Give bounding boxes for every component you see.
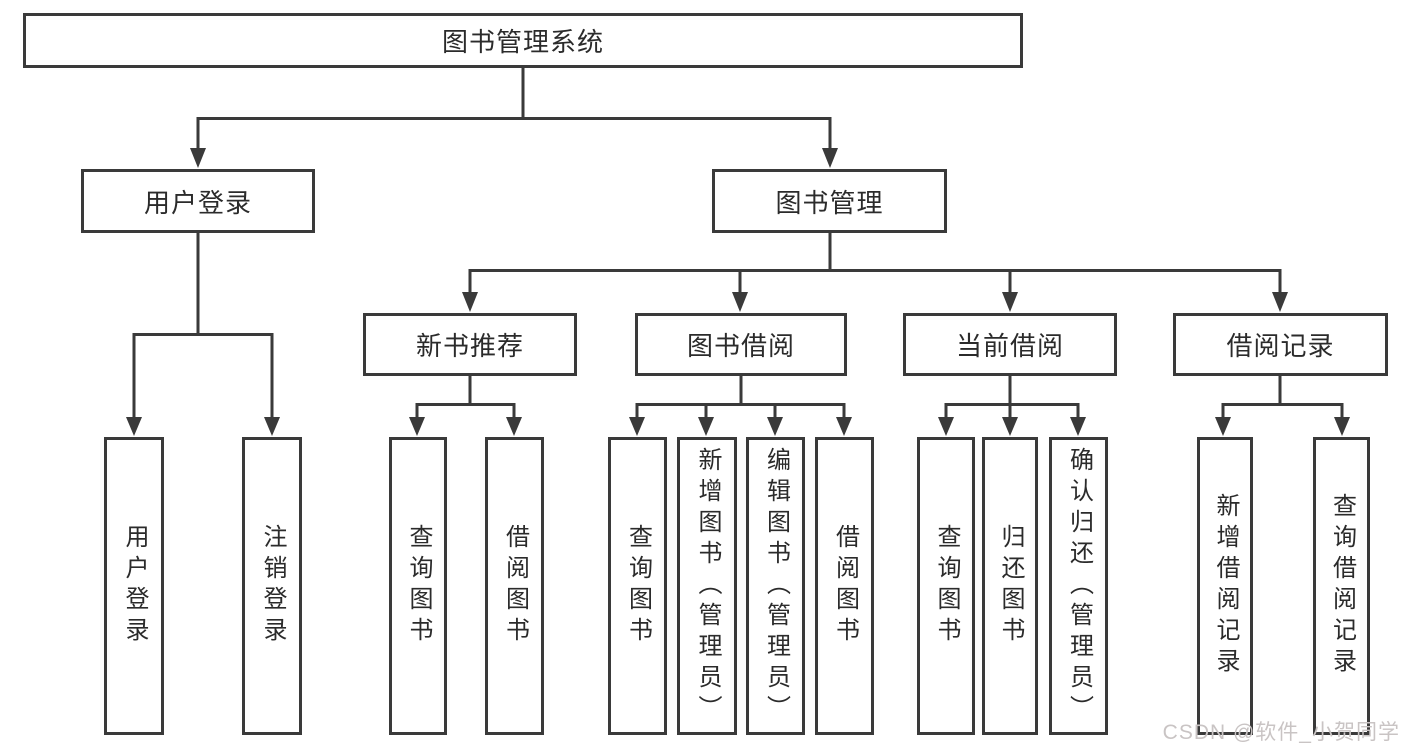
edge-bookborrow-to-children — [635, 374, 846, 419]
arrowhead-icon — [1002, 292, 1018, 312]
node-new-book-recommend: 新书推荐 — [363, 313, 577, 376]
node-book-borrowing: 图书借阅 — [635, 313, 847, 376]
node-label: 查询图书 — [624, 524, 652, 648]
node-label: 借阅图书 — [501, 524, 529, 648]
node-label: 用户登录 — [121, 524, 148, 648]
arrowhead-icon — [938, 417, 954, 436]
node-label: 当前借阅 — [955, 331, 1064, 361]
node-query-books-current: 查询图书 — [917, 437, 975, 735]
arrowhead-icon — [126, 417, 142, 436]
arrowhead-icon — [1334, 417, 1350, 436]
node-label: 图书管理 — [775, 187, 884, 218]
node-return-books: 归还图书 — [982, 437, 1038, 735]
edge-userlogin-to-children — [132, 231, 274, 419]
node-query-books-recommend: 查询图书 — [389, 437, 447, 735]
node-label: 用户登录 — [143, 187, 252, 218]
arrowhead-icon — [822, 148, 838, 168]
node-label: 确认归还（管理员） — [1065, 446, 1093, 726]
node-logout: 注销登录 — [242, 437, 302, 735]
node-label: 归还图书 — [997, 524, 1024, 648]
node-label: 新增借阅记录 — [1212, 493, 1239, 679]
node-label: 借阅记录 — [1226, 331, 1335, 361]
edge-newbook-to-children — [415, 374, 516, 419]
arrowhead-icon — [698, 417, 714, 436]
node-label: 注销登录 — [259, 524, 286, 648]
arrowhead-icon — [409, 417, 425, 436]
arrowhead-icon — [1070, 417, 1086, 436]
node-label: 查询图书 — [405, 524, 432, 648]
arrowhead-icon — [264, 417, 280, 436]
edge-root-to-level2 — [196, 66, 832, 150]
arrowhead-icon — [629, 417, 645, 436]
edge-records-to-children — [1221, 374, 1344, 419]
node-label: 图书管理系统 — [441, 27, 604, 57]
node-label: 查询图书 — [933, 524, 960, 648]
node-add-books-admin: 新增图书（管理员） — [677, 437, 737, 735]
edge-currentborrow-to-children — [944, 374, 1080, 419]
arrowhead-icon — [190, 148, 206, 168]
node-label: 新增图书（管理员） — [694, 446, 721, 726]
node-user-login: 用户登录 — [104, 437, 164, 735]
node-user-login-branch: 用户登录 — [81, 169, 315, 233]
node-label: 借阅图书 — [831, 524, 859, 648]
csdn-watermark: CSDN @软件_小贺同学 — [1162, 721, 1400, 744]
node-borrowing-records: 借阅记录 — [1173, 313, 1388, 376]
arrowhead-icon — [1002, 417, 1018, 436]
node-add-borrow-record: 新增借阅记录 — [1197, 437, 1253, 735]
node-query-borrow-record: 查询借阅记录 — [1313, 437, 1370, 735]
node-borrow-books-recommend: 借阅图书 — [485, 437, 544, 735]
node-label: 图书借阅 — [686, 331, 795, 361]
node-edit-books-admin: 编辑图书（管理员） — [746, 437, 805, 735]
node-label: 查询借阅记录 — [1328, 493, 1356, 679]
edge-bookmgmt-to-level3 — [468, 231, 1282, 294]
node-current-borrowing: 当前借阅 — [903, 313, 1117, 376]
node-root-system: 图书管理系统 — [23, 13, 1023, 68]
arrowhead-icon — [732, 292, 748, 312]
node-query-books-borrowing: 查询图书 — [608, 437, 667, 735]
arrowhead-icon — [767, 417, 783, 436]
arrowhead-icon — [1215, 417, 1231, 436]
arrowhead-icon — [1272, 292, 1288, 312]
arrowhead-icon — [506, 417, 522, 436]
arrowhead-icon — [462, 292, 478, 312]
node-label: 编辑图书（管理员） — [762, 446, 790, 726]
node-book-management: 图书管理 — [712, 169, 947, 233]
node-borrow-books-borrowing: 借阅图书 — [815, 437, 874, 735]
node-confirm-return-admin: 确认归还（管理员） — [1049, 437, 1108, 735]
arrowhead-icon — [836, 417, 852, 436]
node-label: 新书推荐 — [415, 331, 524, 361]
